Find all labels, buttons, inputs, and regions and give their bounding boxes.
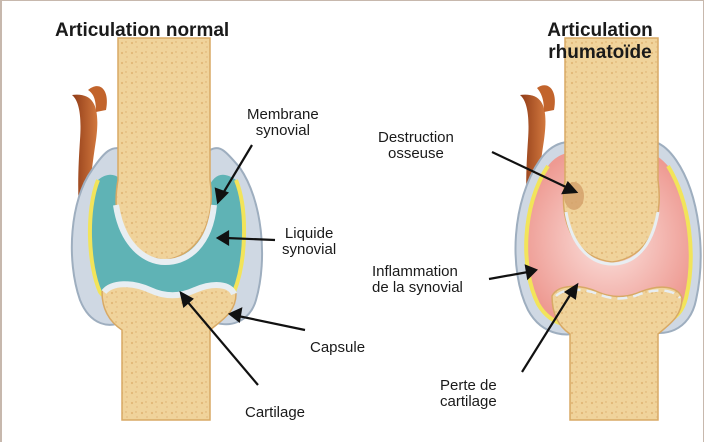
label-destruction-osseuse: Destruction osseuse [378, 130, 454, 162]
title-rheumatoid-line2: rhumatoïde [520, 42, 680, 64]
arrow-capsule [238, 316, 305, 330]
label-membrane-line1: Membrane [247, 107, 319, 123]
label-capsule: Capsule [310, 340, 365, 356]
label-cartilage: Cartilage [245, 405, 305, 421]
normal-lower-bone [102, 282, 236, 420]
title-normal: Articulation normal [55, 20, 229, 42]
title-rheumatoid-line1: Articulation [520, 20, 680, 42]
normal-joint-drawing [72, 38, 262, 420]
label-perte-line2: cartilage [440, 394, 497, 410]
rheumatoid-lower-bone [552, 286, 682, 420]
label-destruction-line1: Destruction [378, 130, 454, 146]
label-membrane-synovial: Membrane synovial [247, 107, 319, 139]
label-membrane-line2: synovial [247, 123, 319, 139]
title-rheumatoid: Articulation rhumatoïde [520, 20, 680, 64]
label-perte-cartilage: Perte de cartilage [440, 378, 497, 410]
label-destruction-line2: osseuse [378, 146, 454, 162]
label-liquide-line1: Liquide [282, 226, 336, 242]
label-perte-line1: Perte de [440, 378, 497, 394]
rheumatoid-joint-drawing [516, 38, 701, 420]
label-liquide-line2: synovial [282, 242, 336, 258]
label-liquide-synovial: Liquide synovial [282, 226, 336, 258]
label-inflammation-synovial: Inflammation de la synovial [372, 264, 463, 296]
rheumatoid-upper-bone [564, 38, 660, 262]
label-inflammation-line2: de la synovial [372, 280, 463, 296]
label-inflammation-line1: Inflammation [372, 264, 463, 280]
normal-upper-bone [116, 38, 211, 260]
